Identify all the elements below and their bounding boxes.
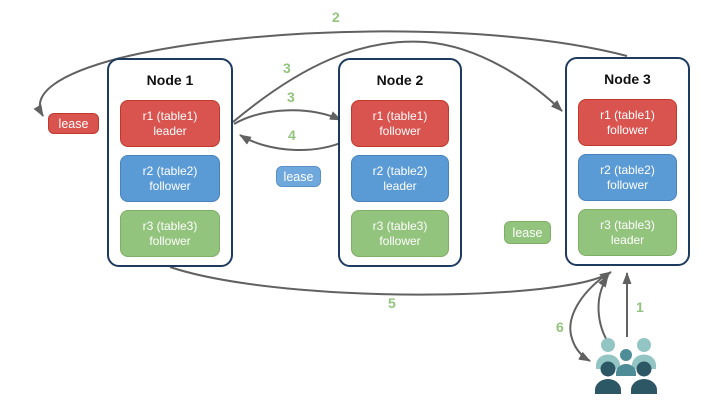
replica-name: r2 (table2) (600, 162, 655, 177)
replica-role: follower (149, 233, 191, 248)
node-2-replica-r3: r3 (table3) follower (351, 210, 449, 257)
replica-role: follower (149, 178, 191, 193)
edge-3-node1-leader-to-node3-follower (232, 40, 563, 123)
node-1-replica-r1: r1 (table1) leader (120, 100, 220, 147)
person-icon (595, 361, 621, 394)
replica-role: leader (610, 232, 645, 247)
node-1-replica-r2: r2 (table2) follower (120, 155, 220, 202)
replica-name: r2 (table2) (372, 163, 428, 178)
step-label-3a: 3 (283, 60, 291, 76)
replica-role: follower (379, 123, 421, 138)
step-label-6: 6 (556, 319, 564, 335)
lease-badge-table1: lease (48, 113, 99, 134)
edge-clients-to-node3-curved (597, 275, 614, 350)
replica-role: follower (606, 177, 649, 192)
node-2-replica-r2: r2 (table2) leader (351, 155, 449, 202)
node-2: Node 2 r1 (table1) follower r2 (table2) … (338, 58, 462, 267)
node-2-replica-r1: r1 (table1) follower (351, 100, 449, 147)
edge-4-node2-follower-to-node1-leader (239, 134, 348, 152)
node-3-replica-r1: r1 (table1) follower (578, 99, 677, 146)
node-3-replica-r3: r3 (table3) leader (578, 209, 677, 256)
step-label-5: 5 (388, 295, 396, 311)
clients-icon (595, 338, 657, 394)
step-label-2: 2 (332, 9, 340, 25)
node-3-replica-r2: r2 (table2) follower (578, 154, 677, 201)
replica-role: leader (383, 178, 417, 193)
step-label-1: 1 (636, 299, 644, 315)
node-3-title: Node 3 (604, 71, 651, 87)
replica-name: r1 (table1) (142, 108, 198, 123)
replica-name: r1 (table1) (372, 108, 428, 123)
edge-6-node3-to-clients (569, 276, 604, 362)
replica-name: r3 (table3) (600, 217, 655, 232)
node-2-title: Node 2 (376, 72, 424, 88)
node-1-replica-r3: r3 (table3) follower (120, 210, 220, 257)
replica-role: follower (379, 233, 421, 248)
replica-name: r3 (table3) (142, 218, 198, 233)
person-icon (631, 361, 657, 394)
replica-role: leader (153, 123, 187, 138)
replica-name: r2 (table2) (142, 163, 198, 178)
edge-2-node3-to-lease-table1 (33, 30, 628, 117)
node-3: Node 3 r1 (table1) follower r2 (table2) … (565, 57, 690, 266)
edge-5-node1-to-node3 (169, 266, 612, 296)
step-label-4: 4 (288, 127, 296, 143)
person-icon (616, 349, 636, 376)
lease-badge-table3: lease (504, 221, 551, 244)
lease-badge-table2: lease (276, 166, 321, 187)
node-1-title: Node 1 (146, 72, 194, 88)
replica-name: r1 (table1) (600, 107, 655, 122)
replica-role: follower (606, 122, 649, 137)
replica-name: r3 (table3) (372, 218, 428, 233)
node-1: Node 1 r1 (table1) leader r2 (table2) fo… (107, 58, 233, 267)
edge-3-node1-leader-to-node2-follower (233, 109, 342, 125)
step-label-3b: 3 (287, 89, 295, 105)
